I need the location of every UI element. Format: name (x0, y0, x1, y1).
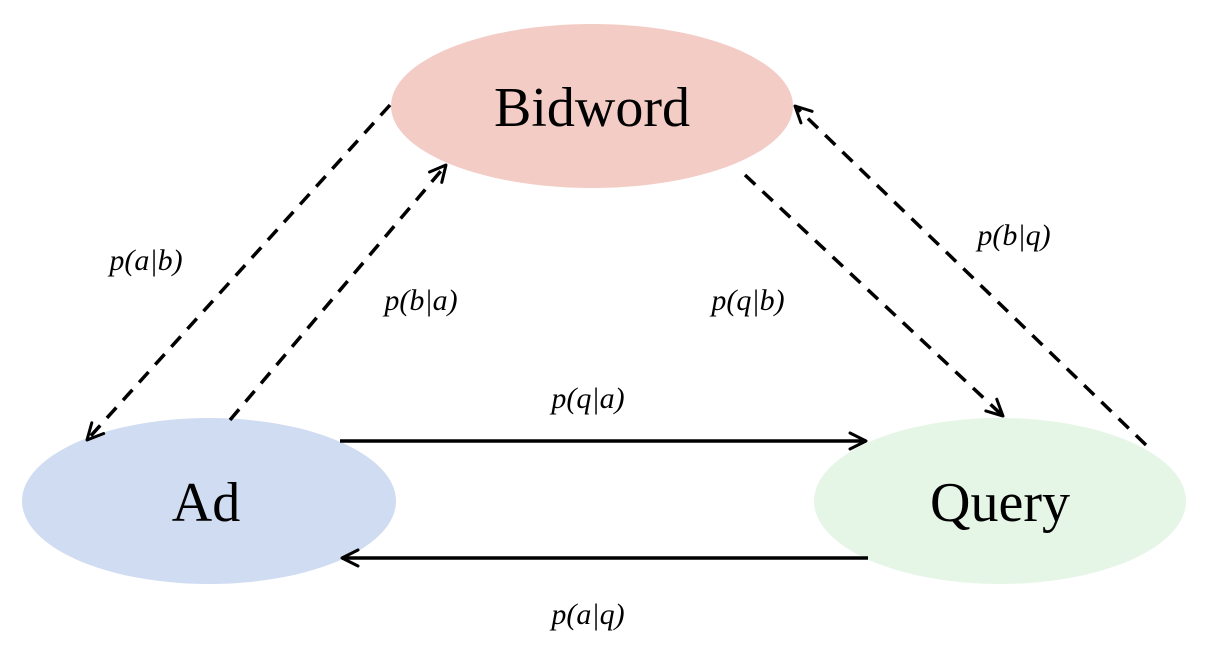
edge-b-given-a-arrow (228, 163, 448, 422)
edge-q-given-a-label: p(q|a) (549, 382, 624, 415)
node-ad-ellipse (22, 418, 396, 584)
edge-b-given-q-arrow (793, 104, 1148, 447)
edge-a-given-b-label: p(a|b) (107, 244, 182, 277)
node-bidword-label: Bidword (494, 77, 690, 139)
node-query-ellipse (814, 418, 1186, 584)
edge-b-given-q-label: p(b|q) (975, 219, 1050, 252)
node-ad-label: Ad (172, 472, 240, 534)
node-query-label: Query (930, 472, 1070, 534)
edge-q-given-b-arrow (743, 173, 1005, 418)
node-bidword-ellipse (391, 24, 793, 188)
node-ad: Ad (22, 418, 396, 584)
node-query: Query (814, 418, 1186, 584)
edge-b-given-a-label: p(b|a) (382, 284, 457, 317)
node-bidword: Bidword (391, 24, 793, 188)
edge-q-given-b-label: p(q|b) (709, 284, 784, 317)
edge-a-given-q-label: p(a|q) (549, 598, 624, 631)
edge-a-given-b-arrow (85, 103, 392, 442)
